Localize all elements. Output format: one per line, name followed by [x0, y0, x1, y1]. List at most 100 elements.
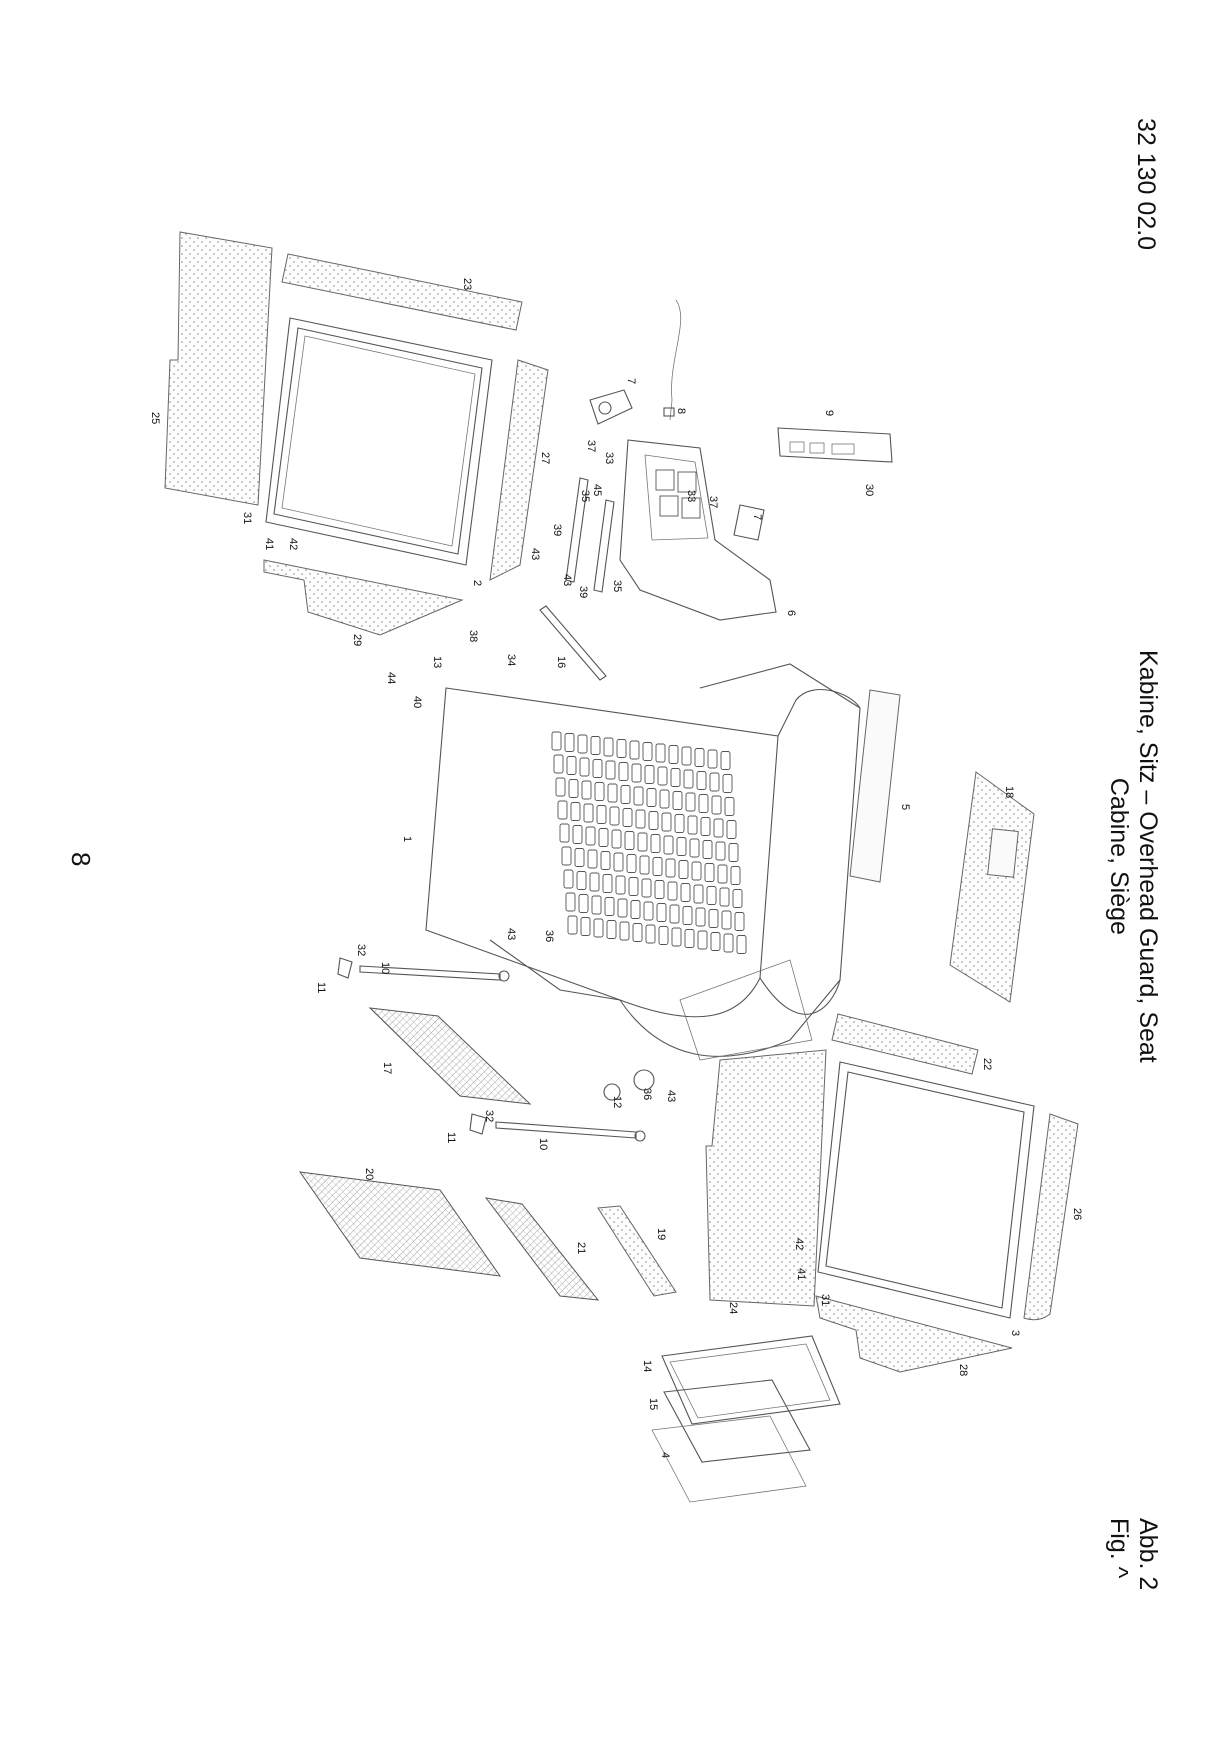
grille-slot: [616, 739, 627, 758]
callout-39: 39: [577, 586, 589, 598]
grille-slot: [648, 811, 659, 830]
grille-slot: [574, 848, 585, 867]
callout-33: 33: [685, 490, 697, 502]
part-2-window-frame: [265, 317, 493, 566]
part-20-mesh-panel: [298, 1171, 502, 1277]
callout-34: 34: [505, 654, 517, 666]
callout-1: 1: [401, 836, 413, 842]
callout-40: 40: [411, 696, 423, 708]
callout-36: 36: [543, 930, 555, 942]
callout-11: 11: [315, 982, 327, 993]
callout-21: 21: [575, 1242, 587, 1254]
callout-32: 32: [355, 944, 367, 956]
grille-slot: [576, 871, 587, 890]
callout-43: 43: [529, 548, 541, 560]
grille-slot: [730, 866, 741, 885]
part-29-lower-strip: [263, 559, 464, 636]
grille-slot: [635, 809, 646, 829]
grille-slot: [704, 863, 715, 882]
grille-slot: [658, 926, 669, 945]
callout-12: 12: [611, 1096, 623, 1108]
callout-43: 43: [561, 574, 573, 586]
grille-slot: [628, 877, 639, 896]
grille-slot: [589, 872, 600, 892]
grille-slot: [557, 800, 568, 820]
callout-38: 38: [467, 630, 479, 642]
callout-33: 33: [603, 452, 615, 464]
part-10-gas-spring-lower: [469, 1113, 646, 1142]
part-10-gas-spring-upper: [337, 957, 510, 982]
grille-slot: [708, 909, 719, 928]
callout-30: 30: [863, 484, 875, 496]
grille-slot: [631, 763, 642, 783]
part-24-panel: [705, 1049, 827, 1307]
part-27-strip: [489, 359, 549, 581]
grille-slot: [650, 834, 661, 853]
callout-35: 35: [611, 580, 623, 592]
callout-41: 41: [795, 1268, 807, 1280]
callout-3: 3: [1009, 1330, 1021, 1336]
grille-slot: [606, 920, 617, 939]
callout-32: 32: [483, 1110, 495, 1122]
grille-slot: [642, 742, 653, 761]
grille-slot: [695, 907, 706, 927]
grille-slot: [598, 828, 609, 847]
part-4-gasket: [651, 1415, 807, 1503]
grille-slot: [618, 762, 629, 781]
grille-slot: [626, 854, 637, 873]
grille-slot: [580, 917, 591, 936]
part-16-rod: [539, 605, 607, 681]
grille-slot: [722, 774, 733, 793]
callout-17: 17: [381, 1062, 393, 1074]
part-3-window-frame: [817, 1061, 1035, 1319]
grille-slot: [594, 782, 605, 801]
grille-slot: [724, 797, 735, 816]
grille-slot: [655, 743, 666, 763]
part-22-strip: [831, 1013, 979, 1075]
grille-slot: [726, 820, 737, 839]
grille-slot: [603, 737, 614, 757]
callout-4: 4: [659, 1452, 671, 1458]
grille-slot: [553, 754, 564, 774]
grille-slot: [629, 740, 640, 760]
grille-slot: [710, 932, 721, 951]
part-28-lower-strip: [815, 1295, 1013, 1373]
callout-41: 41: [263, 538, 275, 550]
grille-slot: [732, 889, 743, 908]
callout-20: 20: [363, 1168, 375, 1180]
callout-29: 29: [351, 634, 363, 646]
grille-slot: [617, 898, 628, 918]
grille-slot: [702, 840, 713, 859]
grille-slot: [565, 892, 576, 912]
callout-11: 11: [445, 1132, 457, 1143]
grille-slot: [577, 734, 588, 754]
part-21-mesh-panel: [484, 1197, 600, 1301]
grille-slot: [674, 814, 685, 833]
grille-slot: [609, 806, 620, 826]
grille-slot: [654, 880, 665, 899]
grille-slot: [684, 929, 695, 948]
grille-slot: [632, 923, 643, 942]
grille-slot: [643, 901, 654, 921]
callout-15: 15: [647, 1398, 659, 1410]
grille-slot: [717, 864, 728, 884]
grille-slot: [711, 795, 722, 815]
grille-slot: [551, 731, 562, 751]
callout-37: 37: [707, 496, 719, 508]
part-19-panel: [597, 1205, 677, 1297]
callout-42: 42: [793, 1238, 805, 1250]
callout-14: 14: [641, 1360, 653, 1372]
grille-slot: [694, 748, 705, 767]
grille-slot: [570, 802, 581, 821]
part-9-bracket: [777, 427, 893, 463]
grille-slot: [641, 878, 652, 898]
callout-7: 7: [751, 514, 763, 520]
grille-slot: [620, 785, 631, 804]
grille-slot: [736, 935, 747, 954]
callout-5: 5: [899, 804, 911, 810]
grille-slot: [661, 812, 672, 832]
callout-36: 36: [641, 1088, 653, 1100]
grille-slot: [734, 912, 745, 931]
